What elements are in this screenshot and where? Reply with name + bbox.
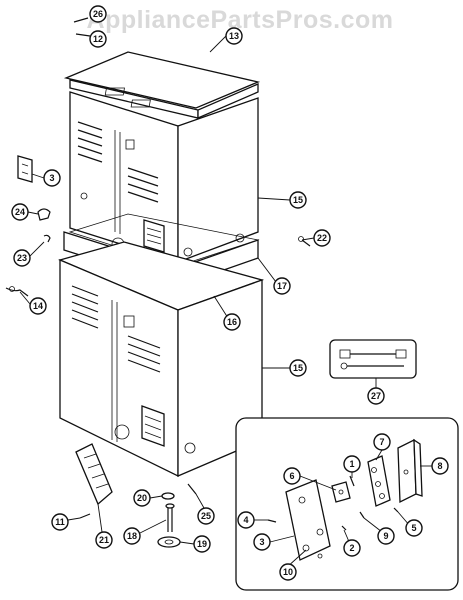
callout-26: 26 (89, 5, 107, 23)
callout-2: 2 (343, 539, 361, 557)
svg-text:3: 3 (259, 537, 264, 547)
svg-text:8: 8 (437, 461, 442, 471)
svg-text:11: 11 (55, 517, 65, 527)
terminal-detail-inset (235, 417, 459, 591)
svg-text:17: 17 (277, 281, 287, 291)
svg-text:13: 13 (229, 31, 239, 41)
svg-text:9: 9 (383, 531, 388, 541)
callout-21: 21 (95, 531, 113, 549)
svg-text:12: 12 (93, 34, 103, 44)
callout-8: 8 (431, 457, 449, 475)
svg-text:18: 18 (127, 531, 137, 541)
callout-5: 5 (405, 519, 423, 537)
callout-4: 4 (237, 511, 255, 529)
upper-cabinet (63, 51, 261, 263)
callout-20: 20 (133, 489, 151, 507)
svg-text:10: 10 (283, 567, 293, 577)
svg-text:20: 20 (137, 493, 147, 503)
svg-text:1: 1 (349, 459, 354, 469)
svg-text:19: 19 (197, 539, 207, 549)
svg-text:26: 26 (93, 9, 103, 19)
svg-text:15: 15 (293, 195, 303, 205)
callout-12: 12 (89, 30, 107, 48)
callout-22: 22 (313, 229, 331, 247)
svg-text:14: 14 (33, 301, 43, 311)
callout-16: 16 (223, 313, 241, 331)
wire-harness-inset (329, 339, 417, 379)
svg-text:23: 23 (17, 253, 27, 263)
callout-25: 25 (197, 507, 215, 525)
svg-text:22: 22 (317, 233, 327, 243)
svg-text:7: 7 (379, 437, 384, 447)
callout-15-upper: 15 (289, 191, 307, 209)
callout-11: 11 (51, 513, 69, 531)
svg-text:2: 2 (349, 543, 354, 553)
svg-text:16: 16 (227, 317, 237, 327)
callout-3: 3 (43, 169, 61, 187)
svg-text:4: 4 (243, 515, 248, 525)
svg-text:6: 6 (289, 471, 294, 481)
svg-text:21: 21 (99, 535, 109, 545)
callout-18: 18 (123, 527, 141, 545)
svg-text:3: 3 (49, 173, 54, 183)
callout-27: 27 (367, 387, 385, 405)
svg-text:24: 24 (15, 207, 25, 217)
lower-cabinet (58, 241, 265, 478)
callout-3-inset: 3 (253, 533, 271, 551)
callout-13: 13 (225, 27, 243, 45)
callout-9: 9 (377, 527, 395, 545)
callout-14: 14 (29, 297, 47, 315)
loose-parts (5, 17, 311, 548)
callout-6: 6 (283, 467, 301, 485)
callout-10: 10 (279, 563, 297, 581)
callout-7: 7 (373, 433, 391, 451)
callout-23: 23 (13, 249, 31, 267)
callout-17: 17 (273, 277, 291, 295)
svg-text:15: 15 (293, 363, 303, 373)
svg-text:25: 25 (201, 511, 211, 521)
callout-19: 19 (193, 535, 211, 553)
callout-15-lower: 15 (289, 359, 307, 377)
callout-1: 1 (343, 455, 361, 473)
svg-text:5: 5 (411, 523, 416, 533)
callout-24: 24 (11, 203, 29, 221)
svg-text:27: 27 (371, 391, 381, 401)
